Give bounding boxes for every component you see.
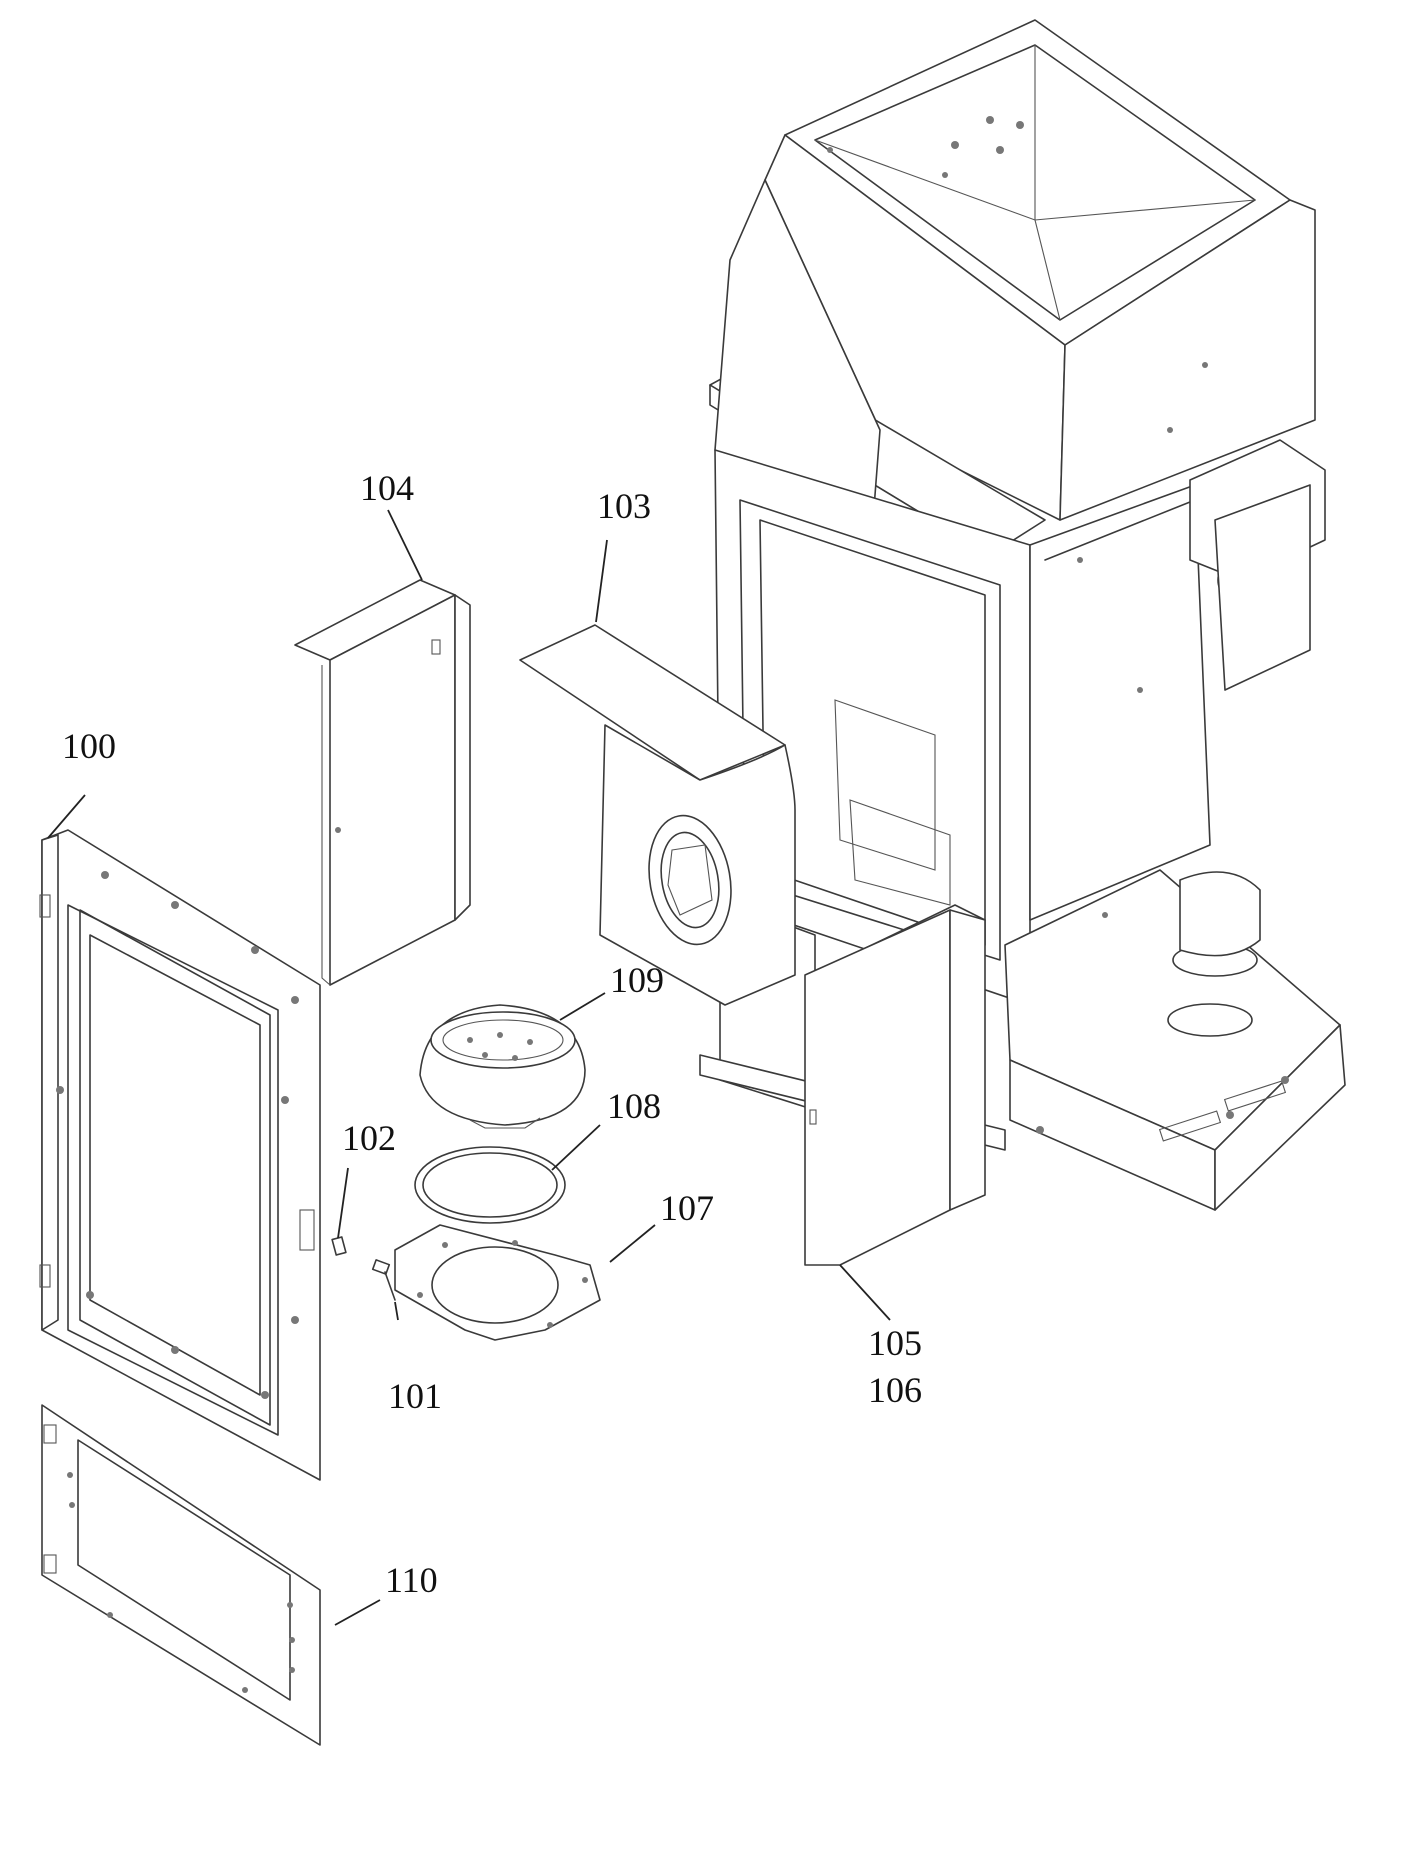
part-110-lower-panel <box>41 1404 321 1746</box>
panel-110-window <box>77 1439 291 1701</box>
door-holes <box>56 871 299 1399</box>
base-side <box>1214 1024 1346 1211</box>
leader-lines <box>47 509 891 1626</box>
plate-107 <box>394 1224 601 1341</box>
part-101-pin <box>371 1259 396 1301</box>
callout-102: 102 <box>342 1118 396 1158</box>
gasket-inner <box>422 1152 558 1218</box>
panel-105-face <box>804 909 951 1266</box>
plate-107-hole <box>431 1246 559 1324</box>
exhaust-pipe <box>1179 871 1261 957</box>
leader-101 <box>394 1301 399 1321</box>
callout-109: 109 <box>610 960 664 1000</box>
callout-104: 104 <box>360 468 414 508</box>
part-105-side-panel <box>804 904 986 1266</box>
callout-107: 107 <box>660 1188 714 1228</box>
panel-110-face <box>41 1404 321 1746</box>
part-107-plate <box>394 1224 601 1341</box>
leader-110 <box>334 1599 381 1626</box>
leader-108 <box>551 1124 601 1171</box>
leader-102 <box>337 1167 349 1239</box>
part-108-gasket <box>414 1146 566 1224</box>
part-100-door <box>39 829 321 1481</box>
part-103-deflector <box>519 624 796 1006</box>
gasket-outer <box>414 1146 566 1224</box>
door-inner-frame <box>67 904 279 1436</box>
deflector-port <box>648 814 732 946</box>
callout-108: 108 <box>607 1086 661 1126</box>
leader-105 <box>839 1264 891 1321</box>
callout-106: 106 <box>868 1370 922 1410</box>
stove-body <box>699 19 1346 1211</box>
right-side-panel <box>1029 484 1211 921</box>
door-glass <box>89 934 261 1396</box>
callout-105: 105 <box>868 1323 922 1363</box>
callout-100: 100 <box>62 726 116 766</box>
leader-100 <box>47 794 86 839</box>
clip-102 <box>331 1236 347 1256</box>
leader-107 <box>609 1224 656 1263</box>
leader-103 <box>595 539 608 623</box>
callout-101: 101 <box>388 1376 442 1416</box>
part-104-rear-panel <box>294 579 471 986</box>
body-holes <box>757 116 1289 1134</box>
burn-pot-rim <box>430 1011 576 1069</box>
leader-109 <box>559 992 606 1021</box>
panel-104-side <box>454 594 471 921</box>
outlet-ring-lower <box>1167 1003 1253 1037</box>
panel-105-side <box>949 909 986 1211</box>
leader-104 <box>387 509 423 581</box>
hopper-right-wall <box>1059 199 1316 521</box>
pin-101 <box>371 1259 391 1275</box>
callout-103: 103 <box>597 486 651 526</box>
part-102-clip <box>331 1236 347 1256</box>
fan-housing <box>1214 484 1311 691</box>
part-109-burn-pot <box>419 1004 586 1129</box>
callout-110: 110 <box>385 1560 438 1600</box>
